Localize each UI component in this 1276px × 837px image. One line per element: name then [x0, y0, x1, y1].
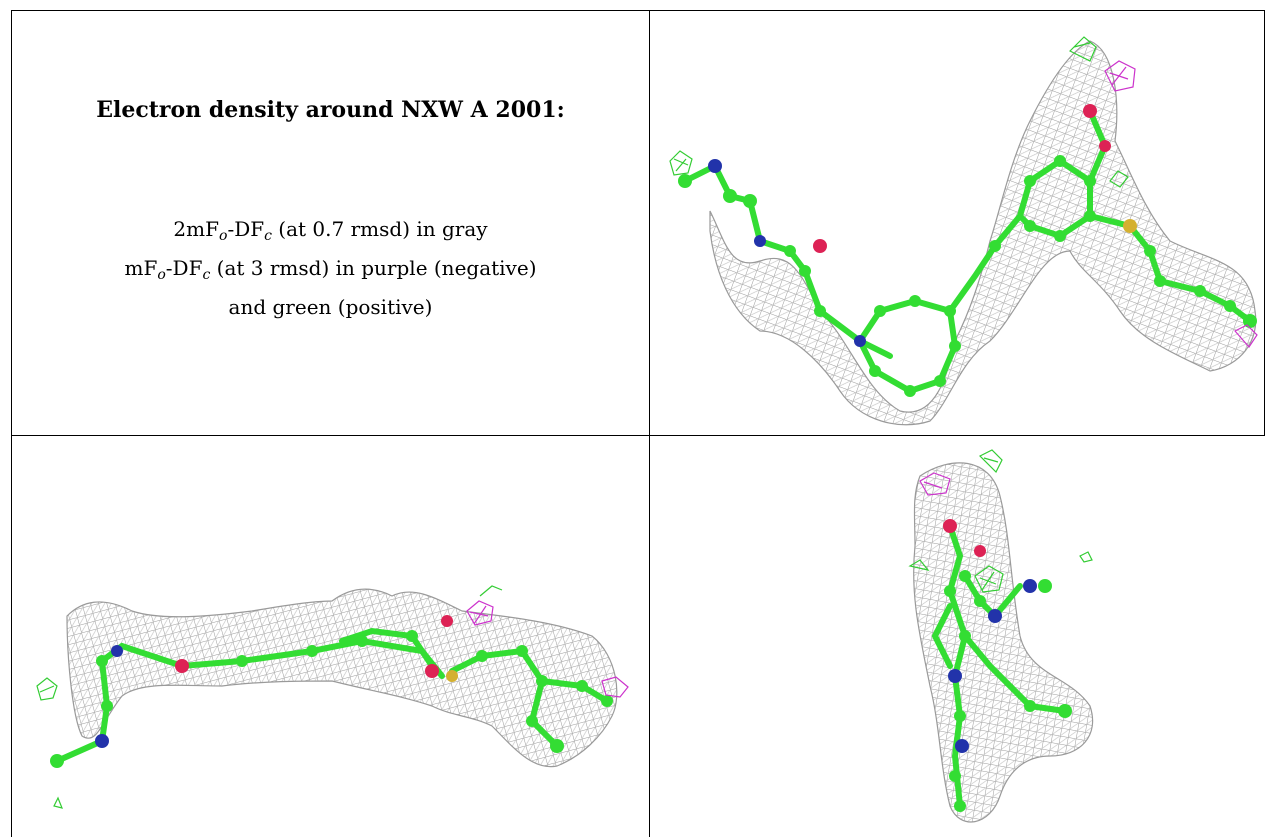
difference-map-positive	[669, 36, 1129, 188]
left-border	[11, 10, 12, 837]
legend-subscript: o	[157, 267, 166, 283]
legend-line-2fofc: 2mFo-DFc (at 0.7 rmsd) in gray	[12, 213, 649, 252]
density-mesh	[66, 588, 618, 768]
legend-subscript: c	[202, 267, 211, 283]
legend-subscript: o	[219, 228, 228, 244]
figure-title: Electron density around NXW A 2001:	[96, 97, 565, 123]
legend-text: -DF	[165, 256, 203, 280]
center-divider	[649, 10, 650, 837]
ligand-atoms	[50, 615, 613, 768]
difference-map-positive	[908, 449, 1093, 593]
caption-cell: Electron density around NXW A 2001: 2mFo…	[12, 11, 649, 435]
density-panel-bottom-left	[12, 436, 649, 837]
middle-divider	[11, 435, 1265, 436]
density-mesh	[709, 40, 1257, 426]
ligand-density-view-2	[36, 585, 629, 809]
top-border	[11, 10, 1265, 11]
map-legend: 2mFo-DFc (at 0.7 rmsd) in gray mFo-DFc (…	[12, 213, 649, 323]
legend-text: 2mF	[173, 217, 219, 241]
ligand-atoms	[943, 519, 1072, 812]
ligand-density-view-1	[669, 36, 1258, 426]
difference-map-negative	[1104, 60, 1258, 348]
legend-subscript: c	[264, 228, 272, 244]
density-panel-bottom-right	[650, 436, 1264, 837]
density-panel-top-right	[650, 11, 1264, 435]
right-border	[1264, 10, 1265, 435]
legend-text: (at 0.7 rmsd) in gray	[271, 217, 488, 241]
legend-line-fofc: mFo-DFc (at 3 rmsd) in purple (negative)	[12, 252, 649, 291]
difference-map-negative	[466, 600, 629, 698]
legend-text: mF	[124, 256, 158, 280]
ligand-bonds	[931, 523, 1068, 809]
figure-grid: Electron density around NXW A 2001: 2mFo…	[11, 10, 1265, 837]
legend-line-colors: and green (positive)	[228, 295, 433, 319]
difference-map-negative	[919, 472, 951, 496]
difference-map-positive	[36, 585, 503, 809]
legend-text: -DF	[227, 217, 265, 241]
legend-text: (at 3 rmsd) in purple (negative)	[210, 256, 537, 280]
ligand-atoms	[678, 104, 1257, 397]
ligand-density-view-3	[908, 449, 1094, 823]
